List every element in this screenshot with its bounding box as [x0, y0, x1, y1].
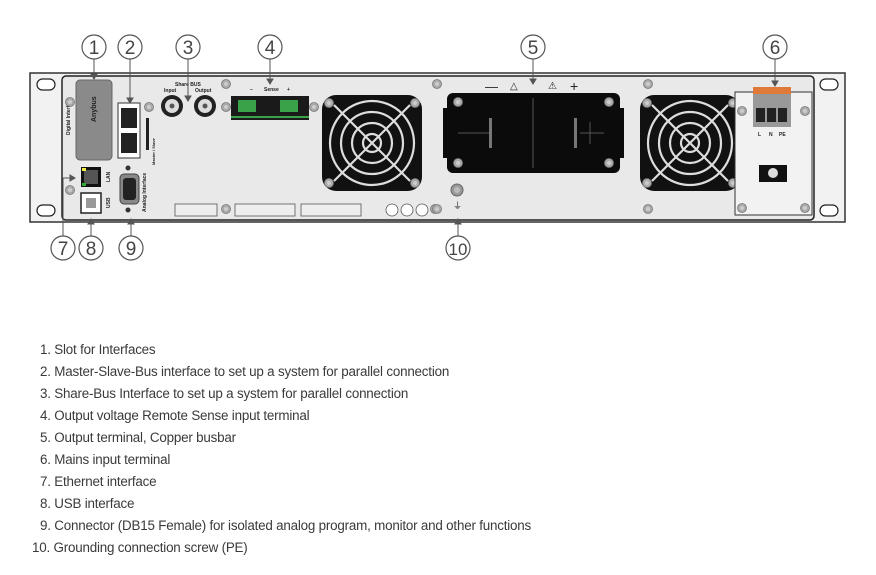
callout-2: 2 — [117, 34, 143, 60]
dc-output-busbar: — △ ⚠ + — [443, 78, 624, 173]
master-slave-port: Master / Slave — [117, 102, 156, 165]
callout-9: 9 — [118, 235, 144, 261]
svg-text:⏚: ⏚ — [453, 201, 462, 211]
callout-4: 4 — [257, 34, 283, 60]
callout-5: 5 — [520, 34, 546, 60]
svg-text:2: 2 — [125, 38, 136, 59]
legend-item: 5. Output terminal, Copper busbar — [40, 430, 236, 445]
interface-slot: Anybus Digital Interface — [66, 79, 113, 161]
svg-text:5: 5 — [528, 38, 539, 59]
svg-text:LAN: LAN — [106, 171, 112, 182]
legend-item: 1. Slot for Interfaces — [40, 342, 156, 357]
svg-text:–: – — [250, 87, 253, 93]
mains-input-terminal: L N PE — [734, 87, 813, 216]
analog-interface-connector: Analog Interface — [119, 165, 148, 213]
svg-text:+: + — [287, 87, 290, 93]
svg-text:4: 4 — [265, 38, 276, 59]
svg-text:1: 1 — [89, 38, 100, 59]
legend-item: 8. USB interface — [40, 496, 135, 511]
callout-3: 3 — [175, 34, 201, 60]
legend-item: 9. Connector (DB15 Female) for isolated … — [40, 518, 532, 533]
legend-item: 4. Output voltage Remote Sense input ter… — [40, 408, 310, 423]
legend-item: 2. Master-Slave-Bus interface to set up … — [40, 364, 450, 379]
svg-text:—: — — [485, 79, 498, 94]
callout-10: 10 — [445, 235, 471, 261]
grounding-screw: ⏚ — [450, 183, 464, 211]
callout-7: 7 — [50, 235, 76, 261]
svg-text:Sense: Sense — [264, 87, 279, 93]
svg-text:Output: Output — [195, 88, 212, 94]
svg-text:Anybus: Anybus — [91, 96, 98, 122]
legend-item: 10. Grounding connection screw (PE) — [32, 540, 248, 555]
svg-text:+: + — [570, 78, 578, 94]
svg-text:⚠: ⚠ — [548, 81, 557, 92]
svg-text:6: 6 — [770, 38, 781, 59]
callout-8: 8 — [78, 235, 104, 261]
svg-text:USB: USB — [106, 197, 112, 208]
cooling-fan — [640, 95, 740, 191]
svg-text:3: 3 — [183, 38, 194, 59]
svg-text:Digital Interface: Digital Interface — [66, 97, 72, 135]
svg-text:9: 9 — [126, 239, 137, 260]
remote-sense-terminal: – Sense + — [231, 87, 309, 120]
svg-text:8: 8 — [86, 239, 97, 260]
svg-text:L: L — [758, 132, 761, 138]
callout-1: 1 — [81, 34, 107, 60]
rack-hole — [36, 204, 56, 217]
svg-text:Input: Input — [164, 88, 177, 94]
rack-hole — [36, 78, 56, 91]
callout-6: 6 — [762, 34, 788, 60]
svg-text:Master / Slave: Master / Slave — [151, 138, 156, 165]
svg-text:7: 7 — [58, 239, 69, 260]
device-rear-panel-diagram: Anybus Digital Interface Master / Slave … — [29, 34, 846, 261]
rack-hole — [819, 78, 839, 91]
svg-text:N: N — [769, 132, 773, 138]
legend-item: 7. Ethernet interface — [40, 474, 157, 489]
rack-hole — [819, 204, 839, 217]
legend-item: 6. Mains input terminal — [40, 452, 171, 467]
legend-list: 1. Slot for Interfaces 2. Master-Slave-B… — [32, 339, 532, 559]
legend-item: 3. Share-Bus Interface to set up a syste… — [40, 386, 409, 401]
cooling-fan — [322, 95, 422, 191]
lan-port: LAN — [81, 167, 112, 187]
svg-text:Analog Interface: Analog Interface — [142, 173, 148, 212]
usb-port: USB — [80, 192, 112, 214]
svg-text:10: 10 — [449, 240, 468, 259]
svg-text:PE: PE — [779, 132, 786, 138]
svg-text:△: △ — [510, 81, 518, 92]
